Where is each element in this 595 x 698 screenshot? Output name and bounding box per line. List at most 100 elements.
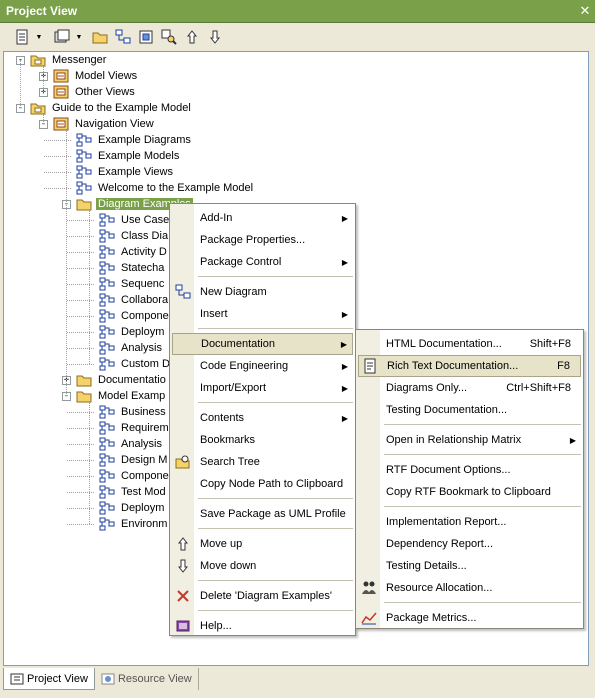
menu-item-diagrams-only[interactable]: Diagrams Only...Ctrl+Shift+F8 — [358, 377, 581, 399]
tree-node[interactable]: Collabora — [85, 292, 170, 308]
diagram-icon — [99, 261, 115, 275]
tree-node[interactable]: Environm — [85, 516, 169, 532]
submenu-arrow-icon: ▶ — [340, 339, 347, 349]
menu-item-rich-text-documentation[interactable]: Rich Text Documentation...F8 — [358, 355, 581, 377]
tree-node-label: Activity D — [121, 246, 167, 258]
tree-node[interactable]: +Documentatio — [62, 372, 168, 388]
menu-shortcut: Ctrl+Shift+F8 — [506, 382, 571, 394]
tree-connector — [67, 236, 94, 237]
context-menu: Add-In▶Package Properties...Package Cont… — [169, 203, 356, 636]
tree-node-label: Sequenc — [121, 278, 165, 290]
tree-node[interactable]: Test Mod — [85, 484, 168, 500]
menu-item-label: New Diagram — [200, 286, 267, 298]
new-package-icon[interactable] — [12, 27, 32, 47]
menu-separator — [198, 580, 353, 581]
tree-node[interactable]: Sequenc — [85, 276, 166, 292]
tree-node[interactable]: Use Case — [85, 212, 171, 228]
tree-node[interactable]: Deploym — [85, 500, 166, 516]
menu-item-bookmarks[interactable]: Bookmarks — [172, 429, 353, 451]
tree-node[interactable]: Analysis — [85, 436, 164, 452]
menu-item-insert[interactable]: Insert▶ — [172, 303, 353, 325]
tree-node[interactable]: Compone — [85, 308, 171, 324]
menu-item-open-in-relationship-matrix[interactable]: Open in Relationship Matrix▶ — [358, 429, 581, 451]
diagram-icon — [99, 325, 115, 339]
menu-item-testing-details[interactable]: Testing Details... — [358, 555, 581, 577]
menu-item-label: Testing Documentation... — [386, 404, 508, 416]
tree-connector — [67, 284, 94, 285]
close-icon[interactable]: ✕ — [579, 3, 591, 18]
tree-node-label: Custom D — [121, 358, 170, 370]
menu-item-new-diagram[interactable]: New Diagram — [172, 281, 353, 303]
tree-node[interactable]: +Model Views — [39, 68, 139, 84]
menu-item-documentation[interactable]: Documentation▶ — [172, 333, 353, 355]
open-folder-icon[interactable] — [90, 27, 110, 47]
menu-item-label: Contents — [200, 412, 245, 424]
menu-item-move-down[interactable]: Move down — [172, 555, 353, 577]
menu-item-copy-node-path-to-clipboard[interactable]: Copy Node Path to Clipboard — [172, 473, 353, 495]
menu-item-package-properties[interactable]: Package Properties... — [172, 229, 353, 251]
move-down-icon[interactable] — [205, 27, 225, 47]
menu-item-label: Save Package as UML Profile — [200, 508, 346, 520]
menu-item-package-control[interactable]: Package Control▶ — [172, 251, 353, 273]
menu-item-copy-rtf-bookmark-to-clipboard[interactable]: Copy RTF Bookmark to Clipboard — [358, 481, 581, 503]
menu-item-html-documentation[interactable]: HTML Documentation...Shift+F8 — [358, 333, 581, 355]
tree-node[interactable]: Example Diagrams — [62, 132, 193, 148]
diagram-icon — [99, 453, 115, 467]
find-icon[interactable] — [159, 27, 179, 47]
tree-node[interactable]: Analysis — [85, 340, 164, 356]
tree-node-label: Use Case — [121, 214, 170, 226]
tree-node[interactable]: Compone — [85, 468, 171, 484]
menu-item-import-export[interactable]: Import/Export▶ — [172, 377, 353, 399]
tree-node[interactable]: Design M — [85, 452, 169, 468]
tab-resource-view[interactable]: Resource View — [95, 668, 199, 690]
menu-item-package-metrics[interactable]: Package Metrics... — [358, 607, 581, 629]
tree-node[interactable]: -Navigation View — [39, 116, 156, 132]
tree-node[interactable]: Example Models — [62, 148, 181, 164]
submenu-arrow-icon: ▶ — [341, 213, 348, 223]
tree-connector — [67, 300, 94, 301]
tree-node[interactable]: Statecha — [85, 260, 166, 276]
diagram-icon — [99, 245, 115, 259]
tab-project-view[interactable]: Project View — [3, 668, 95, 690]
menu-item-move-up[interactable]: Move up — [172, 533, 353, 555]
tree-node[interactable]: Deploym — [85, 324, 166, 340]
menu-item-dependency-report[interactable]: Dependency Report... — [358, 533, 581, 555]
tree-node[interactable]: -Model Examp — [62, 388, 167, 404]
menu-item-help[interactable]: Help... — [172, 615, 353, 637]
tree-node[interactable]: +Other Views — [39, 84, 137, 100]
chevron-down-icon[interactable]: ▼ — [75, 33, 83, 41]
menu-item-label: Package Control — [200, 256, 282, 268]
tree-connector — [44, 188, 71, 189]
menu-item-resource-allocation[interactable]: Resource Allocation... — [358, 577, 581, 599]
menu-item-label: RTF Document Options... — [386, 464, 511, 476]
menu-item-add-in[interactable]: Add-In▶ — [172, 207, 353, 229]
menu-item-code-engineering[interactable]: Code Engineering▶ — [172, 355, 353, 377]
tree-node[interactable]: -Diagram Examples — [62, 196, 193, 212]
tree-node[interactable]: Activity D — [85, 244, 169, 260]
menu-item-delete-diagram-examples[interactable]: Delete 'Diagram Examples' — [172, 585, 353, 607]
menu-item-label: Implementation Report... — [386, 516, 507, 528]
chevron-down-icon[interactable]: ▼ — [35, 33, 43, 41]
tree-node[interactable]: Welcome to the Example Model — [62, 180, 255, 196]
new-diagram-icon[interactable] — [113, 27, 133, 47]
menu-item-save-package-as-uml-profile[interactable]: Save Package as UML Profile — [172, 503, 353, 525]
tree-node[interactable]: -Messenger — [16, 52, 108, 68]
menu-item-testing-documentation[interactable]: Testing Documentation... — [358, 399, 581, 421]
menu-item-rtf-document-options[interactable]: RTF Document Options... — [358, 459, 581, 481]
folder-icon — [76, 373, 92, 387]
tree-node[interactable]: Class Dia — [85, 228, 170, 244]
move-up-icon[interactable] — [182, 27, 202, 47]
tree-node[interactable]: Custom D — [85, 356, 172, 372]
tree-node[interactable]: Example Views — [62, 164, 175, 180]
tree-node[interactable]: Requirem — [85, 420, 171, 436]
menu-item-search-tree[interactable]: Search Tree — [172, 451, 353, 473]
menu-item-label: Code Engineering — [200, 360, 289, 372]
add-view-icon[interactable] — [52, 27, 72, 47]
menu-item-label: Open in Relationship Matrix — [386, 434, 522, 446]
menu-item-contents[interactable]: Contents▶ — [172, 407, 353, 429]
tree-connector — [67, 332, 94, 333]
new-element-icon[interactable] — [136, 27, 156, 47]
tree-node[interactable]: Business — [85, 404, 168, 420]
tree-connector — [67, 476, 94, 477]
menu-item-implementation-report[interactable]: Implementation Report... — [358, 511, 581, 533]
